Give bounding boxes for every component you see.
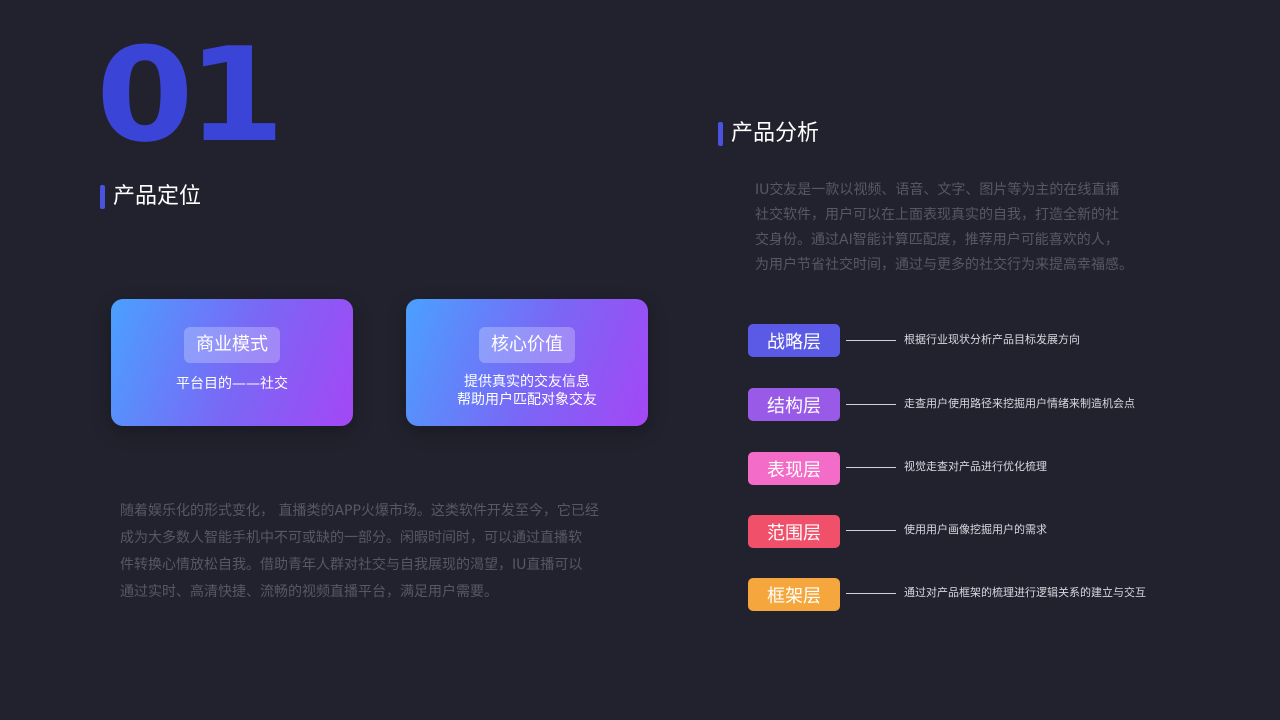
connector-line [846,530,896,531]
title-accent-bar [100,185,105,209]
title-accent-bar [718,122,723,146]
connector-line [846,593,896,594]
card-desc: 平台目的——社交 [176,375,288,393]
layer-desc: 走查用户使用路径来挖掘用户情绪来制造机会点 [904,397,1135,410]
connector-line [846,340,896,341]
paragraph-line: 通过实时、高清快捷、流畅的视频直播平台，满足用户需要。 [120,584,498,600]
card-desc-line: 帮助用户匹配对象交友 [457,392,597,408]
paragraph-line: 交身份。通过AI智能计算匹配度，推荐用户可能喜欢的人， [755,232,1119,248]
card-desc-line: 提供真实的交友信息 [464,374,590,390]
analysis-paragraph: IU交友是一款以视频、语音、文字、图片等为主的在线直播 社交软件，用户可以在上面… [755,178,1133,278]
paragraph-line: 随着娱乐化的形式变化， 直播类的APP火爆市场。这类软件开发至今，它已经 [120,503,599,519]
analysis-title: 产品分析 [718,121,819,147]
section-number: 01 [96,19,285,171]
paragraph-line: 成为大多数人智能手机中不可或缺的一部分。闲暇时间时，可以通过直播软 [120,530,582,546]
paragraph-line: 件转换心情放松自我。借助青年人群对社交与自我展现的渴望，IU直播可以 [120,557,583,573]
core-value-card: 核心价值 提供真实的交友信息 帮助用户匹配对象交友 [406,299,648,426]
analysis-title-text: 产品分析 [731,121,820,146]
layer-badge-presentation: 表现层 [748,452,840,485]
layer-badge-framework: 框架层 [748,578,840,611]
paragraph-line: 为用户节省社交时间，通过与更多的社交行为来提高幸福感。 [755,257,1133,273]
layer-desc: 根据行业现状分析产品目标发展方向 [904,333,1080,346]
business-model-card: 商业模式 平台目的——社交 [111,299,353,426]
positioning-paragraph: 随着娱乐化的形式变化， 直播类的APP火爆市场。这类软件开发至今，它已经 成为大… [120,498,599,606]
card-tag: 商业模式 [184,327,280,363]
card-desc-line: 平台目的——社交 [176,376,288,392]
positioning-title-text: 产品定位 [113,184,202,209]
connector-line [846,467,896,468]
layer-desc: 通过对产品框架的梳理进行逻辑关系的建立与交互 [904,586,1146,599]
card-tag: 核心价值 [479,327,575,363]
paragraph-line: 社交软件，用户可以在上面表现真实的自我，打造全新的社 [755,207,1119,223]
layer-desc: 使用用户画像挖掘用户的需求 [904,523,1047,536]
card-desc: 提供真实的交友信息 帮助用户匹配对象交友 [457,373,597,409]
layer-badge-structure: 结构层 [748,388,840,421]
layer-badge-strategy: 战略层 [748,324,840,357]
layer-desc: 视觉走查对产品进行优化梳理 [904,460,1047,473]
positioning-title: 产品定位 [100,184,201,210]
layer-badge-scope: 范围层 [748,515,840,548]
connector-line [846,404,896,405]
paragraph-line: IU交友是一款以视频、语音、文字、图片等为主的在线直播 [755,182,1120,198]
